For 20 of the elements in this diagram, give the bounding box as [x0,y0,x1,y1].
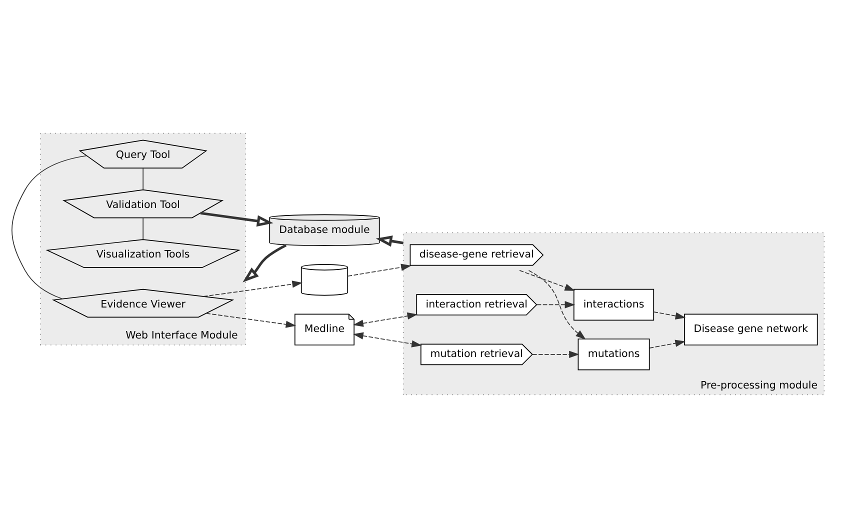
arrow [532,350,580,358]
node-box: Disease gene network [684,314,818,346]
arrow [653,311,686,320]
arrow [347,264,412,277]
arrow [353,332,422,348]
node-box: mutations [578,338,650,370]
arrow [353,312,418,327]
arrow [536,301,576,308]
arrow [376,236,404,247]
arrow [200,212,274,227]
connector [142,168,144,190]
arrow [206,312,296,328]
connector [12,155,88,300]
arrow [649,340,686,348]
arrow [519,270,576,291]
arrow [242,244,287,282]
connector [142,217,144,240]
arrow [203,280,303,297]
arrow [528,270,586,340]
node-box: interactions [574,288,654,321]
